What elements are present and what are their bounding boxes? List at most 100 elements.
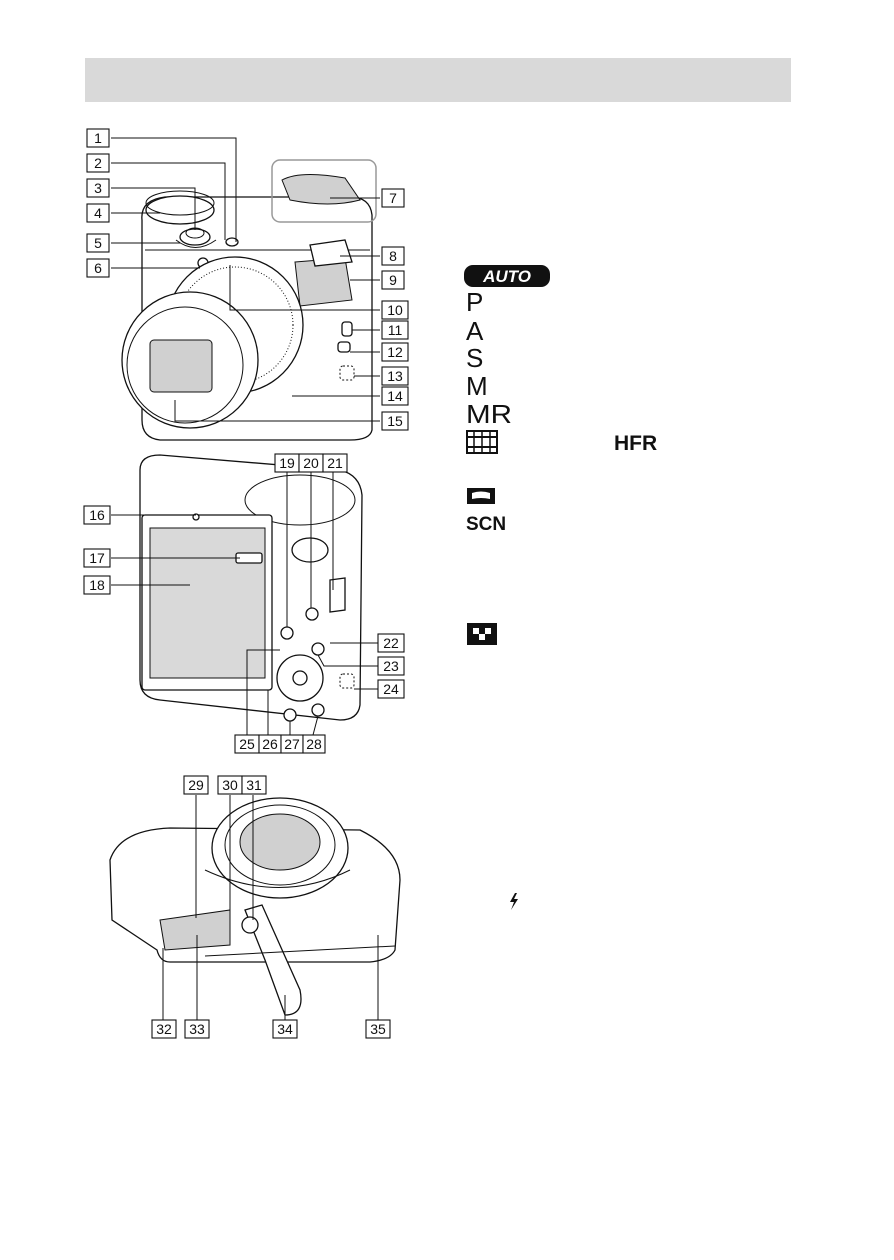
svg-text:5: 5 bbox=[94, 235, 102, 251]
svg-text:13: 13 bbox=[387, 368, 403, 384]
svg-text:AUTO: AUTO bbox=[482, 267, 531, 286]
section-header-bar bbox=[85, 58, 791, 102]
callout-6: 6 bbox=[86, 258, 110, 278]
svg-text:8: 8 bbox=[389, 248, 397, 264]
callout-28: 28 bbox=[302, 734, 326, 754]
callout-1: 1 bbox=[86, 128, 110, 148]
svg-text:24: 24 bbox=[383, 681, 399, 697]
callout-7: 7 bbox=[381, 188, 405, 208]
svg-text:34: 34 bbox=[277, 1021, 293, 1037]
svg-text:10: 10 bbox=[387, 302, 403, 318]
callout-10: 10 bbox=[381, 300, 409, 320]
callout-16: 16 bbox=[83, 505, 111, 525]
callout-32: 32 bbox=[151, 1019, 177, 1039]
front-leaders bbox=[111, 137, 380, 422]
svg-text:35: 35 bbox=[370, 1021, 386, 1037]
svg-text:1: 1 bbox=[94, 130, 102, 146]
svg-text:25: 25 bbox=[239, 736, 255, 752]
svg-text:31: 31 bbox=[246, 777, 262, 793]
svg-text:20: 20 bbox=[303, 455, 319, 471]
bottom-leaders bbox=[162, 795, 379, 1020]
svg-text:7: 7 bbox=[389, 190, 397, 206]
panorama-icon bbox=[467, 488, 495, 504]
svg-text:4: 4 bbox=[94, 205, 102, 221]
shutter-button-back[interactable] bbox=[291, 537, 329, 563]
callout-8: 8 bbox=[381, 246, 405, 266]
svg-text:3: 3 bbox=[94, 180, 102, 196]
svg-text:11: 11 bbox=[388, 322, 403, 338]
film-strip-icon bbox=[466, 430, 498, 454]
callout-24: 24 bbox=[377, 679, 405, 699]
svg-text:19: 19 bbox=[279, 455, 295, 471]
mode-icon-s: S bbox=[466, 343, 483, 373]
callout-12: 12 bbox=[381, 342, 409, 362]
lcd-display-area bbox=[149, 527, 266, 679]
mode-icon-p: P bbox=[466, 287, 483, 317]
svg-text:23: 23 bbox=[383, 658, 399, 674]
svg-text:33: 33 bbox=[189, 1021, 205, 1037]
svg-text:30: 30 bbox=[222, 777, 238, 793]
center-button[interactable] bbox=[292, 670, 308, 686]
playback-button[interactable] bbox=[283, 708, 297, 722]
callout-35: 35 bbox=[365, 1019, 391, 1039]
mode-icon-scn: SCN bbox=[466, 514, 506, 535]
callout-19: 19 bbox=[274, 453, 300, 473]
svg-text:28: 28 bbox=[306, 736, 322, 752]
svg-text:22: 22 bbox=[383, 635, 399, 651]
svg-text:16: 16 bbox=[89, 507, 105, 523]
callout-3: 3 bbox=[86, 178, 110, 198]
callout-9: 9 bbox=[381, 270, 405, 290]
checker-icon bbox=[467, 623, 497, 645]
callout-18: 18 bbox=[83, 575, 111, 595]
tripod-socket bbox=[241, 916, 259, 934]
svg-text:27: 27 bbox=[284, 736, 300, 752]
delete-button[interactable] bbox=[311, 703, 325, 717]
svg-text:21: 21 bbox=[327, 455, 343, 471]
callout-30: 30 bbox=[217, 775, 243, 795]
svg-text:17: 17 bbox=[89, 550, 105, 566]
shutter-button[interactable] bbox=[179, 228, 211, 246]
callout-15: 15 bbox=[381, 411, 409, 431]
callout-29: 29 bbox=[183, 775, 209, 795]
callout-17: 17 bbox=[83, 548, 111, 568]
menu-button[interactable] bbox=[280, 626, 294, 640]
camera-front-view bbox=[121, 159, 377, 441]
callout-26: 26 bbox=[258, 734, 282, 754]
camera-back-view bbox=[139, 454, 363, 722]
fn-button[interactable] bbox=[311, 642, 325, 656]
callout-14: 14 bbox=[381, 386, 409, 406]
callout-21: 21 bbox=[322, 453, 348, 473]
callout-20: 20 bbox=[298, 453, 324, 473]
svg-text:6: 6 bbox=[94, 260, 102, 276]
mode-dial[interactable] bbox=[145, 195, 215, 225]
callout-2: 2 bbox=[86, 153, 110, 173]
callout-27: 27 bbox=[280, 734, 304, 754]
svg-text:2: 2 bbox=[94, 155, 102, 171]
svg-text:32: 32 bbox=[156, 1021, 172, 1037]
svg-text:18: 18 bbox=[89, 577, 105, 593]
svg-text:15: 15 bbox=[387, 413, 403, 429]
callout-11: 11 bbox=[381, 320, 409, 340]
power-button[interactable] bbox=[225, 237, 239, 247]
mode-icon-mr: MR bbox=[466, 399, 512, 429]
lens-cover bbox=[149, 339, 213, 393]
callout-25: 25 bbox=[234, 734, 260, 754]
svg-text:26: 26 bbox=[262, 736, 278, 752]
svg-text:14: 14 bbox=[387, 388, 403, 404]
mode-icon-auto: AUTO bbox=[464, 265, 550, 287]
mode-icon-a: A bbox=[466, 316, 484, 346]
svg-text:12: 12 bbox=[387, 344, 403, 360]
camera-bottom-view bbox=[109, 797, 401, 1016]
svg-text:29: 29 bbox=[188, 777, 204, 793]
callout-5: 5 bbox=[86, 233, 110, 253]
movie-button[interactable] bbox=[305, 607, 319, 621]
battery-compartment bbox=[159, 909, 231, 951]
callout-13: 13 bbox=[381, 366, 409, 386]
mode-icon-hfr: HFR bbox=[614, 432, 657, 455]
mode-icon-m: M bbox=[466, 371, 488, 401]
callout-4: 4 bbox=[86, 203, 110, 223]
callout-22: 22 bbox=[377, 633, 405, 653]
callout-23: 23 bbox=[377, 656, 405, 676]
callout-33: 33 bbox=[184, 1019, 210, 1039]
